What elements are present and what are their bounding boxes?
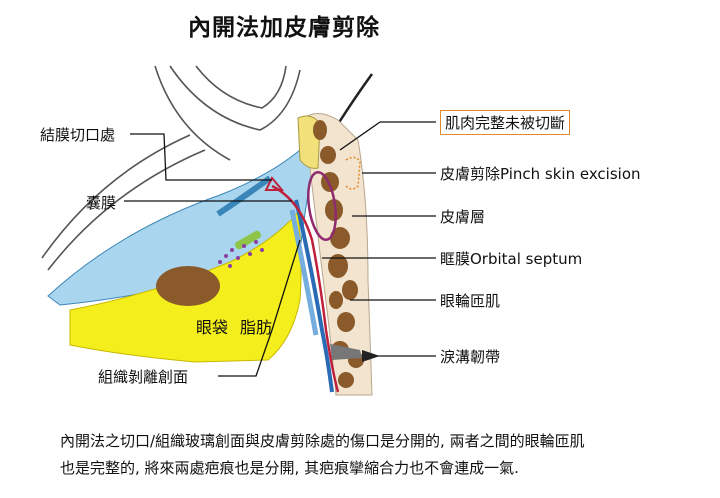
label-dissection-plane: 組織剝離創面 xyxy=(98,368,189,386)
label-orbital-septum: 眶膜Orbital septum xyxy=(440,250,583,268)
caption: 內開法之切口/組織玻璃創面與皮膚剪除處的傷口是分開的, 兩者之間的眼輪匝肌 也是… xyxy=(60,428,700,482)
excision-dotted-mark xyxy=(345,156,361,190)
label-muscle-intact: 肌肉完整未被切斷 xyxy=(440,110,571,135)
label-conjunctiva-incision: 結膜切口處 xyxy=(40,126,116,144)
label-skin-layer: 皮膚層 xyxy=(440,208,486,226)
incision-line xyxy=(271,184,340,393)
ligament-arrow xyxy=(362,350,380,362)
label-eye-bag: 眼袋 xyxy=(196,318,229,337)
fat-lobule xyxy=(156,266,220,306)
diagram-title: 內開法加皮膚剪除 xyxy=(188,15,380,41)
eyeball-outline xyxy=(41,65,301,271)
eyelash xyxy=(336,73,374,125)
caption-line-1: 內開法之切口/組織玻璃創面與皮膚剪除處的傷口是分開的, 兩者之間的眼輪匝肌 xyxy=(60,432,585,450)
purple-dots xyxy=(218,240,264,268)
incision-marker xyxy=(264,176,285,191)
leader-lines xyxy=(124,121,436,377)
label-orbicularis: 眼輪匝肌 xyxy=(440,292,501,310)
label-capsule: 囊膜 xyxy=(86,194,117,212)
septum-band xyxy=(294,199,334,393)
label-fat: 脂肪 xyxy=(240,318,273,337)
green-strip xyxy=(234,230,262,250)
label-pinch-excision: 皮膚剪除Pinch skin excision xyxy=(440,165,641,183)
label-tear-trough-ligament: 淚溝韌帶 xyxy=(440,348,501,366)
caption-line-2: 也是完整的, 將來兩處疤痕也是分開, 其疤痕攣縮合力也不會連成一氣. xyxy=(60,459,519,477)
excision-circle xyxy=(307,171,337,241)
ligament-shape xyxy=(330,344,362,360)
